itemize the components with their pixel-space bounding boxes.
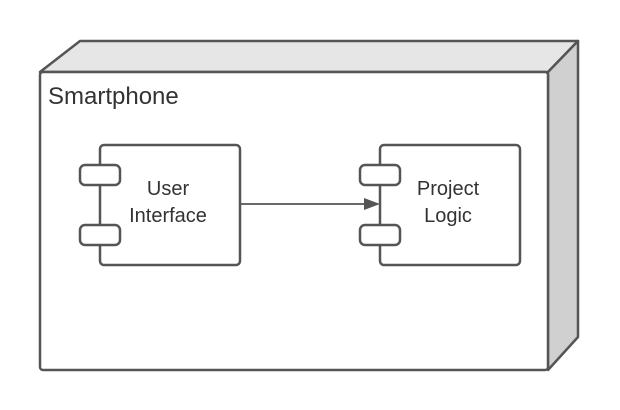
node-label: Smartphone bbox=[48, 83, 179, 110]
component-project-logic: Project Logic bbox=[358, 143, 522, 267]
node-top-face bbox=[38, 39, 580, 74]
component-user-interface: User Interface bbox=[78, 143, 242, 267]
component-body bbox=[98, 143, 242, 267]
component-label-line1: User bbox=[147, 178, 190, 200]
component-label-line1: Project bbox=[417, 178, 480, 200]
component-port-top bbox=[358, 163, 402, 187]
component-label-line2: Logic bbox=[424, 205, 472, 227]
component-body bbox=[378, 143, 522, 267]
arrow-head bbox=[364, 198, 380, 210]
component-label-line2: Interface bbox=[129, 205, 207, 227]
component-port-bottom bbox=[78, 223, 122, 247]
component-port-top bbox=[78, 163, 122, 187]
component-port-bottom bbox=[358, 223, 402, 247]
dependency-arrow bbox=[241, 198, 380, 210]
node-side-face bbox=[546, 39, 580, 372]
